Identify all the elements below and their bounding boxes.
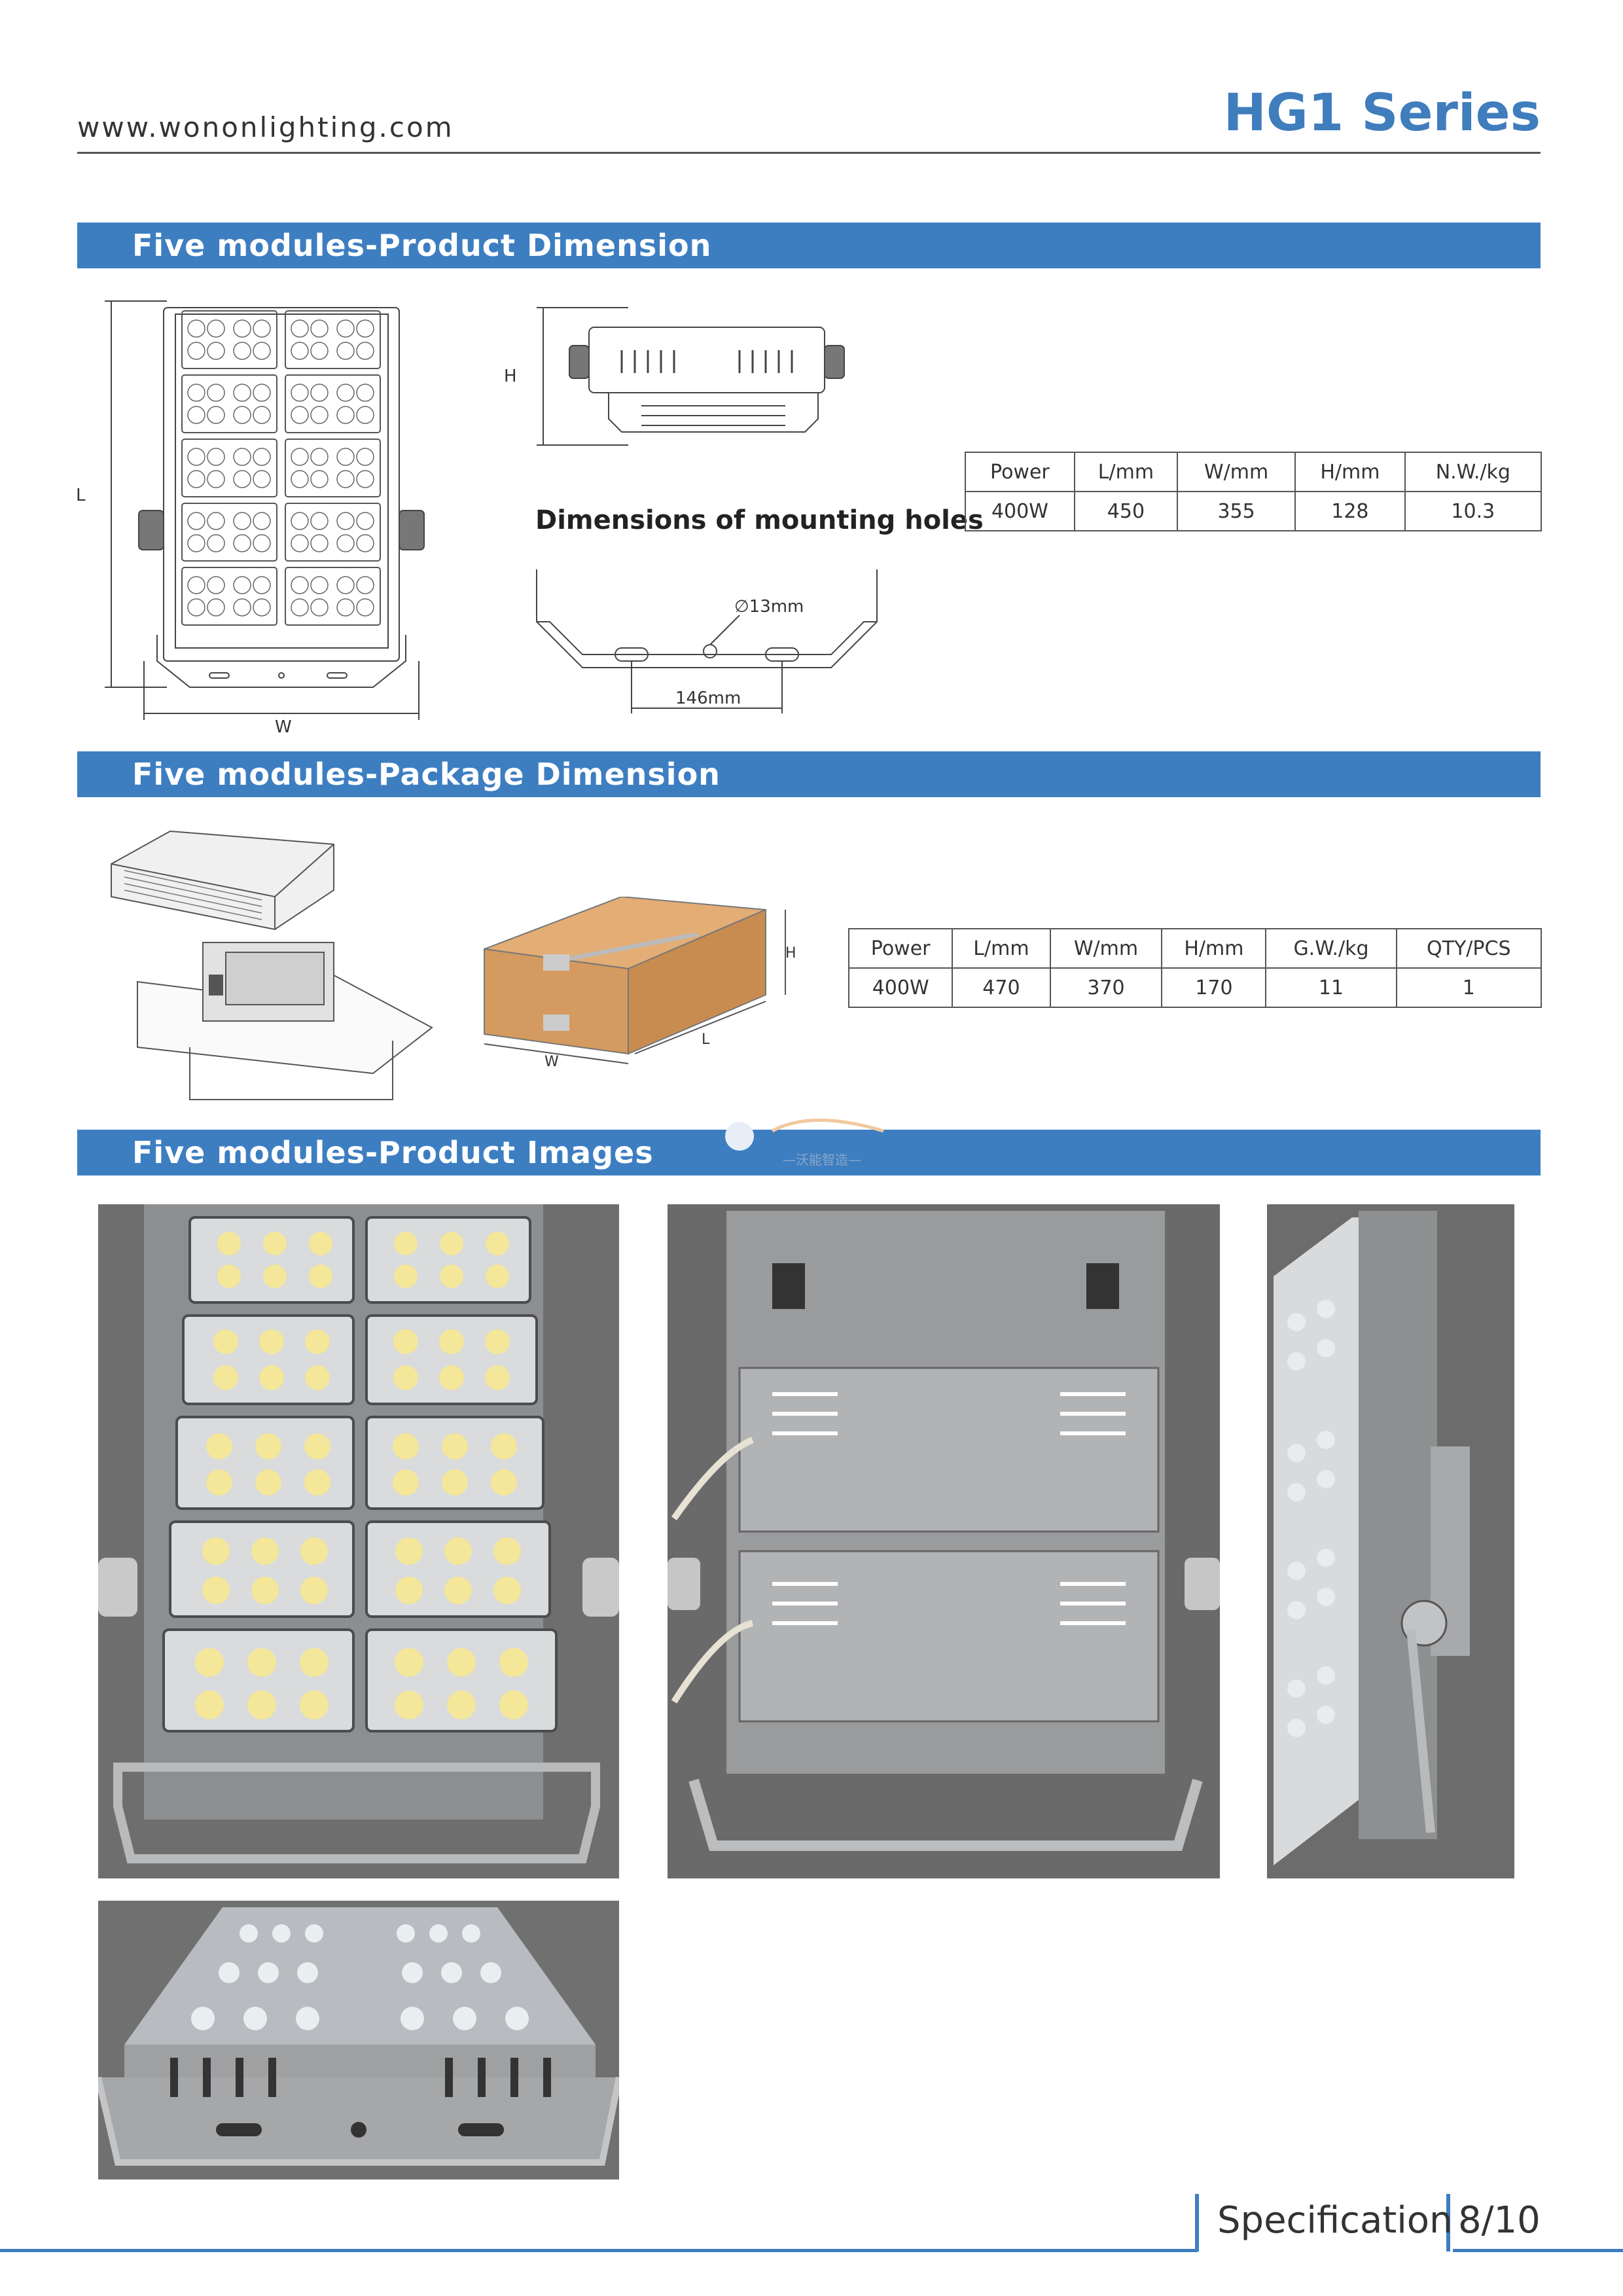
table-row: 400W 470 370 170 11 1 bbox=[847, 967, 1543, 1008]
table-cell: 170 bbox=[1161, 967, 1267, 1008]
table-header-cell: Power bbox=[847, 928, 954, 969]
front-view-length-label: L bbox=[76, 486, 86, 505]
product-photo-low-angle bbox=[98, 1901, 619, 2179]
table-header-cell: W/mm bbox=[1049, 928, 1163, 969]
footer-divider-right bbox=[1453, 2249, 1623, 2252]
carton-width-label: W bbox=[544, 1054, 559, 1070]
front-view-width-label: W bbox=[275, 717, 292, 737]
product-photo-front bbox=[98, 1204, 619, 1878]
table-cell: 11 bbox=[1265, 967, 1397, 1008]
footer-section-label: Specification bbox=[1217, 2199, 1453, 2242]
mounting-holes-drawing bbox=[536, 569, 878, 713]
table-cell: 128 bbox=[1294, 491, 1406, 531]
front-view-drawing bbox=[105, 300, 425, 720]
footer-separator bbox=[1446, 2194, 1450, 2251]
package-dimension-table: Power L/mm W/mm H/mm G.W./kg QTY/PCS 400… bbox=[847, 928, 1543, 1008]
mounting-holes-caption: Dimensions of mounting holes bbox=[535, 505, 984, 535]
table-header-cell: L/mm bbox=[1073, 452, 1179, 492]
table-header-cell: W/mm bbox=[1177, 452, 1296, 492]
hole-spacing-label: 146mm bbox=[675, 689, 741, 708]
table-cell: 450 bbox=[1073, 491, 1179, 531]
table-cell: 400W bbox=[847, 967, 954, 1008]
table-cell: 355 bbox=[1177, 491, 1296, 531]
section-band-package-dimension: Five modules-Package Dimension bbox=[77, 751, 1541, 797]
series-title: HG1 Series bbox=[1223, 84, 1541, 143]
table-header-cell: Power bbox=[965, 452, 1075, 492]
table-header-cell: H/mm bbox=[1294, 452, 1406, 492]
table-header-row: Power L/mm W/mm H/mm G.W./kg QTY/PCS bbox=[847, 928, 1543, 969]
section-band-product-images: Five modules-Product Images bbox=[77, 1130, 1541, 1175]
header-divider bbox=[77, 152, 1541, 154]
package-exploded-drawing bbox=[111, 830, 433, 1100]
side-view-height-label: H bbox=[504, 367, 517, 386]
product-dimension-table: Power L/mm W/mm H/mm N.W./kg 400W 450 35… bbox=[965, 452, 1543, 531]
footer-separator bbox=[1195, 2194, 1199, 2251]
table-header-cell: N.W./kg bbox=[1404, 452, 1543, 492]
footer-divider-left bbox=[0, 2249, 1198, 2252]
carton-height-label: H bbox=[785, 945, 796, 961]
table-cell: 400W bbox=[965, 491, 1075, 531]
website-url: www.wononlighting.com bbox=[77, 111, 454, 143]
side-view-drawing bbox=[537, 307, 845, 446]
table-cell: 10.3 bbox=[1404, 491, 1543, 531]
table-header-cell: G.W./kg bbox=[1265, 928, 1397, 969]
carton-length-label: L bbox=[702, 1031, 710, 1048]
table-header-cell: QTY/PCS bbox=[1395, 928, 1543, 969]
table-cell: 370 bbox=[1049, 967, 1163, 1008]
table-header-row: Power L/mm W/mm H/mm N.W./kg bbox=[965, 452, 1543, 492]
product-photo-back bbox=[668, 1204, 1220, 1878]
table-cell: 1 bbox=[1395, 967, 1543, 1008]
watermark-logo bbox=[725, 1119, 884, 1151]
hole-diameter-label: ∅13mm bbox=[734, 597, 804, 617]
page-number: 8/10 bbox=[1458, 2199, 1541, 2242]
section-band-product-dimension: Five modules-Product Dimension bbox=[77, 223, 1541, 268]
carton-box-drawing bbox=[484, 897, 786, 1064]
table-header-cell: H/mm bbox=[1161, 928, 1267, 969]
product-photo-side bbox=[1267, 1204, 1514, 1878]
table-cell: 470 bbox=[952, 967, 1051, 1008]
table-row: 400W 450 355 128 10.3 bbox=[965, 491, 1543, 531]
watermark-text: —沃能智造— bbox=[783, 1152, 861, 1168]
table-header-cell: L/mm bbox=[952, 928, 1051, 969]
